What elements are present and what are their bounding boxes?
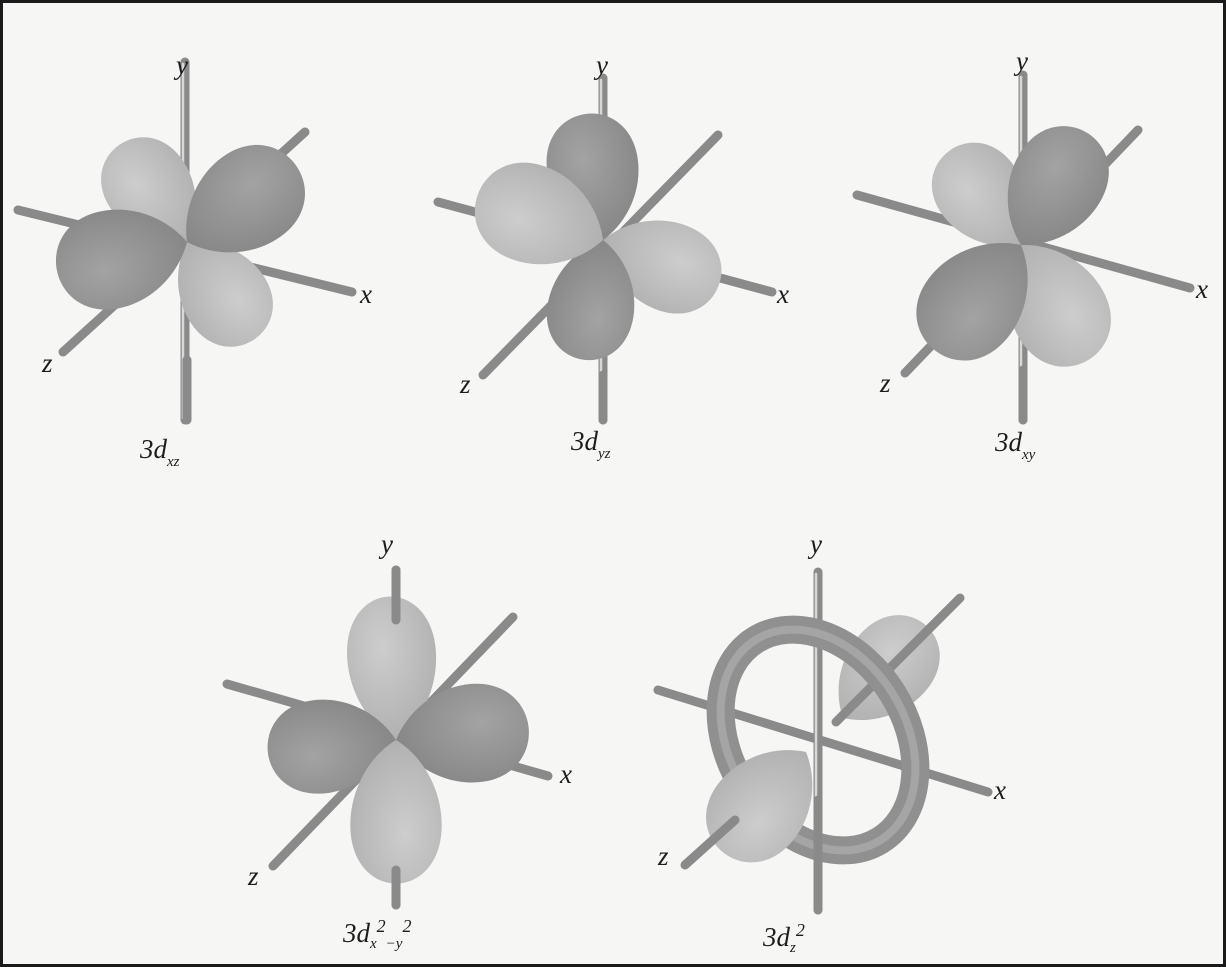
x-axis-label: x <box>1195 274 1208 304</box>
orbital-superscript: 2 <box>796 920 805 940</box>
orbital-title-xy: 3dxy <box>994 427 1036 463</box>
y-axis-label: y <box>1013 46 1028 76</box>
orbital-name: 3d <box>342 918 371 948</box>
z-axis-label: z <box>247 861 259 891</box>
orbital-3d-yz: y x z 3dyz <box>438 50 789 462</box>
y-axis-label: y <box>173 50 188 80</box>
lobes-3d-xy <box>896 109 1130 385</box>
orbital-title-z2: 3dz2 <box>762 920 805 956</box>
y-axis-label: y <box>378 529 393 559</box>
orbital-3d-x2-y2: y x z 3dx2−y2 <box>227 529 572 952</box>
x-axis-label: x <box>559 759 572 789</box>
orbital-subscript-x: x <box>369 936 377 952</box>
orbital-title-xz: 3dxz <box>139 434 180 470</box>
orbital-subscript-z: z <box>789 940 796 956</box>
orbital-title-x2-y2: 3dx2−y2 <box>342 916 411 952</box>
orbital-name: 3d <box>994 427 1023 457</box>
orbital-title-yz: 3dyz <box>570 426 611 462</box>
x-axis-label: x <box>993 775 1006 805</box>
orbital-name: 3d <box>762 922 791 952</box>
z-axis-label: z <box>459 369 471 399</box>
z-axis-label: z <box>657 841 669 871</box>
orbital-subscript: xy <box>1021 447 1036 463</box>
orbital-3d-xz: y x z 3dxz <box>18 50 372 470</box>
z-axis-label: z <box>41 348 53 378</box>
x-axis-label: x <box>359 279 372 309</box>
y-axis-label: y <box>807 529 822 559</box>
orbital-3d-z2: y x z 3dz2 <box>657 529 1006 956</box>
orbital-3d-xy: y x z 3dxy <box>857 46 1208 463</box>
orbital-name: 3d <box>139 434 168 464</box>
orbital-superscript-2: 2 <box>402 916 411 936</box>
orbital-superscript-1: 2 <box>377 916 386 936</box>
x-axis-label: x <box>776 279 789 309</box>
orbital-subscript: xz <box>166 454 180 470</box>
orbital-subscript-y: −y <box>386 936 403 952</box>
z-axis-label: z <box>879 368 891 398</box>
orbital-subscript: yz <box>596 446 611 462</box>
lobes-3d-yz <box>461 108 735 367</box>
orbital-name: 3d <box>570 426 599 456</box>
y-axis-label: y <box>593 50 608 80</box>
